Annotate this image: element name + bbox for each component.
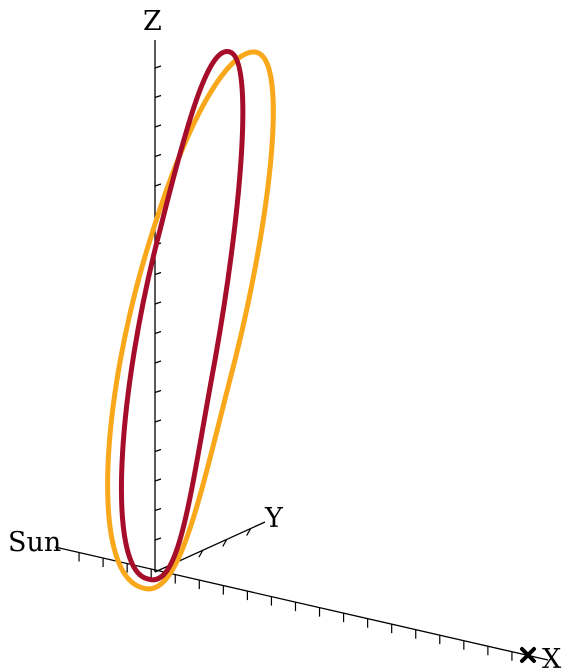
sun-label: Sun	[8, 527, 61, 558]
z-axis-tick	[154, 389, 162, 394]
z-axis-tick	[154, 65, 162, 69]
z-axis-tick	[154, 419, 162, 423]
y-axis-tick	[222, 539, 228, 547]
x-axis-label: X	[542, 644, 562, 672]
orbit-orange	[105, 49, 276, 592]
y-axis-tick	[198, 549, 204, 558]
cross-marker-icon	[520, 647, 536, 663]
z-axis-tick	[154, 301, 162, 305]
x-axis-line	[54, 546, 549, 661]
z-axis-tick	[154, 360, 162, 364]
z-axis-tick	[154, 183, 162, 187]
orbit-red	[119, 49, 246, 583]
z-axis-tick	[154, 153, 162, 158]
z-axis-tick	[154, 537, 162, 541]
z-axis-tick	[154, 271, 162, 276]
z-axis-ticks	[154, 65, 162, 541]
z-axis-tick	[154, 478, 162, 482]
z-axis-tick	[154, 94, 162, 99]
axes	[54, 40, 549, 661]
z-axis-tick	[154, 330, 162, 335]
y-axis-label: Y	[264, 503, 284, 534]
z-axis-tick	[154, 124, 162, 128]
z-axis-tick	[154, 507, 162, 512]
orbits	[105, 49, 276, 592]
z-axis-label: Z	[143, 6, 162, 37]
y-axis-tick	[246, 528, 252, 536]
x-axis-ticks	[78, 552, 513, 661]
z-axis-tick	[154, 448, 162, 453]
